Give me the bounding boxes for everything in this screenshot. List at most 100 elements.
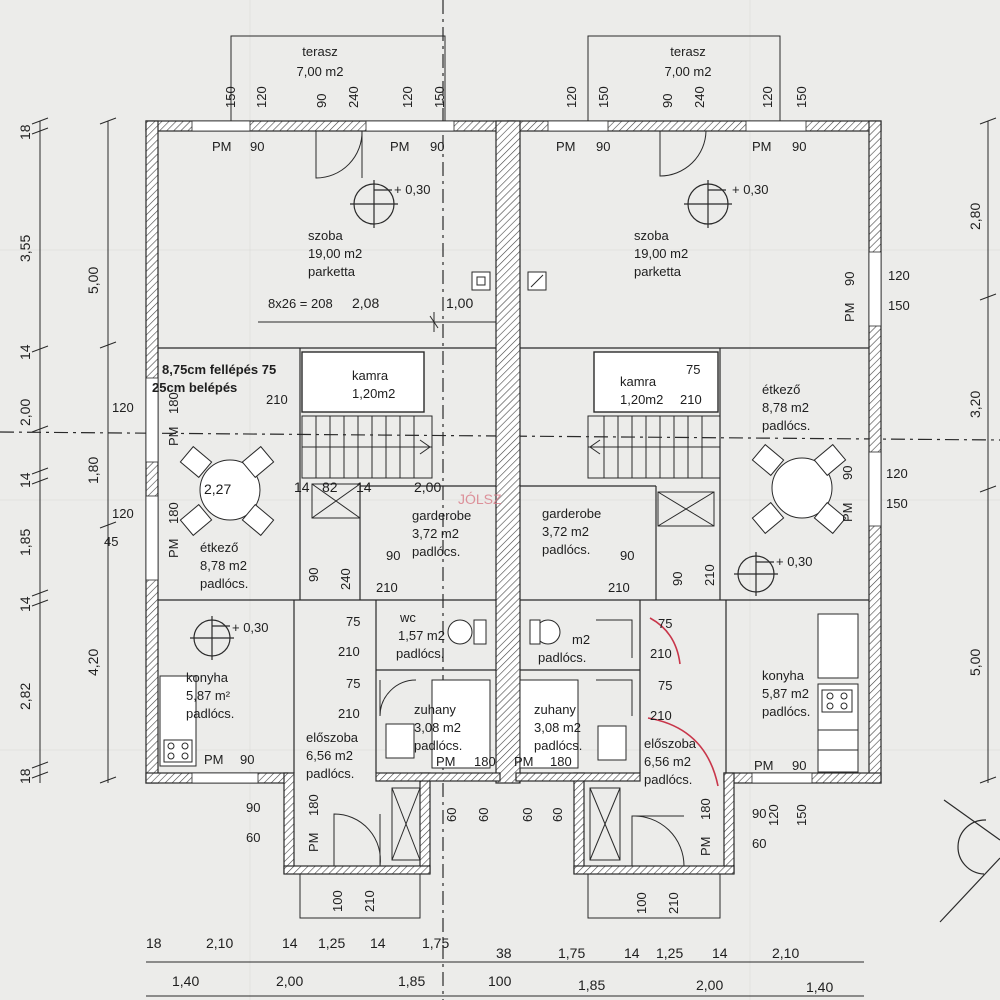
door-dim: 75 <box>346 614 360 629</box>
dim-label: 1,85 <box>398 973 425 989</box>
right-wardrobe-name: garderobe <box>542 506 601 521</box>
dim-label: 5,00 <box>85 267 101 294</box>
right-shower-floor: padlócs. <box>534 738 582 753</box>
left-terrace-area: 7,00 m2 <box>297 64 344 79</box>
dim-label: 2,00 <box>696 977 723 993</box>
bottom-dims-row1: 18 2,10 14 1,25 14 1,75 38 1,75 14 1,25 … <box>146 935 799 961</box>
dim-label: 1,40 <box>172 973 199 989</box>
door-dim: 210 <box>338 706 360 721</box>
door-dim: 210 <box>650 646 672 661</box>
right-wc-floor: padlócs. <box>538 650 586 665</box>
pm-label: PM <box>166 539 181 559</box>
bottom-dims-row2: 1,40 2,00 1,85 100 1,85 2,00 1,40 <box>172 973 833 995</box>
opening-dim: 90 <box>660 94 675 108</box>
dim-label: 3,20 <box>967 391 983 418</box>
window-dim: 120 <box>766 804 781 826</box>
dining-table-right <box>751 443 847 535</box>
right-terrace-area: 7,00 m2 <box>665 64 712 79</box>
pm-label: PM <box>754 758 774 773</box>
dim-label: 1,75 <box>422 935 449 951</box>
dim-label: 14 <box>370 935 386 951</box>
left-dining-name: étkező <box>200 540 238 555</box>
left-outer-dims: 18 3,55 14 2,00 14 1,85 14 2,82 18 <box>17 124 33 784</box>
dim-label: 2,82 <box>17 683 33 710</box>
left-hall-name: előszoba <box>306 730 359 745</box>
door-dim: 75 <box>658 616 672 631</box>
staircase-right <box>587 415 721 527</box>
window-dim: 180 <box>166 502 181 524</box>
right-kitchen-floor: padlócs. <box>762 704 810 719</box>
dim-label: 1,85 <box>17 529 33 556</box>
dim-label: 18 <box>17 768 33 784</box>
right-room-name: szoba <box>634 228 669 243</box>
left-wc-name: wc <box>399 610 416 625</box>
pm-width: 90 <box>840 466 855 480</box>
left-terrace-name: terasz <box>302 44 337 59</box>
stair-step-note: 8,75cm fellépés 75 <box>162 362 276 377</box>
stair-formula: 8x26 = 208 <box>268 296 333 311</box>
door-dim: 210 <box>376 580 398 595</box>
window-dim: 150 <box>794 804 809 826</box>
dim-label: 14 <box>712 945 728 961</box>
window-dim: 180 <box>698 798 713 820</box>
left-wardrobe-floor: padlócs. <box>412 544 460 559</box>
dim-label: 18 <box>146 935 162 951</box>
window-dim: 180 <box>166 392 181 414</box>
top-openings-right: 120 150 90 240 120 150 <box>564 86 809 108</box>
dim-label: 2,00 <box>276 973 303 989</box>
dim-label: 1,25 <box>656 945 683 961</box>
table-dim: 2,27 <box>204 481 231 497</box>
dim-label: 4,20 <box>85 649 101 676</box>
pm-label: PM <box>166 427 181 447</box>
opening-dim: 120 <box>254 86 269 108</box>
left-wc-floor: padlócs. <box>396 646 444 661</box>
dim-label: 2,10 <box>772 945 799 961</box>
window-dim: 180 <box>550 754 572 769</box>
window-dim: 60 <box>246 830 260 845</box>
opening-dim: 240 <box>692 86 707 108</box>
opening-dim: 120 <box>564 86 579 108</box>
kitchen-right <box>817 613 859 773</box>
pm-label: PM <box>752 139 772 154</box>
opening-dim: 90 <box>314 94 329 108</box>
dim-label: 1,25 <box>318 935 345 951</box>
pm-width: 90 <box>792 139 806 154</box>
left-pantry-area: 1,20m2 <box>352 386 395 401</box>
level-markers <box>190 180 778 660</box>
pm-label: PM <box>842 303 857 323</box>
right-shower-area: 3,08 m2 <box>534 720 581 735</box>
sill-dim: 60 <box>476 808 491 822</box>
door-dim: 210 <box>702 564 717 586</box>
top-openings-left: 150 120 90 240 120 150 <box>223 86 447 108</box>
right-room-floor: parketta <box>634 264 682 279</box>
window-dim: 60 <box>752 836 766 851</box>
door-dim: 100 <box>330 890 345 912</box>
window-dim: 120 <box>888 268 910 283</box>
pm-label: PM <box>840 503 855 523</box>
window-openings <box>145 120 882 784</box>
staircase-left <box>301 415 433 519</box>
left-wardrobe-area: 3,72 m2 <box>412 526 459 541</box>
right-wardrobe-area: 3,72 m2 <box>542 524 589 539</box>
right-wc-area: m2 <box>572 632 590 647</box>
pantry-door: 210 <box>680 392 702 407</box>
left-kitchen-name: konyha <box>186 670 229 685</box>
dim-label: 14 <box>17 596 33 612</box>
window-dim: 180 <box>306 794 321 816</box>
door-dim: 210 <box>362 890 377 912</box>
left-room-floor: parketta <box>308 264 356 279</box>
right-shower-name: zuhany <box>534 702 576 717</box>
right-dining-name: étkező <box>762 382 800 397</box>
sill-dim: 60 <box>520 808 535 822</box>
dim-label: 38 <box>496 945 512 961</box>
pm-width: 90 <box>250 139 264 154</box>
pm-label: PM <box>514 754 534 769</box>
door-dim: 90 <box>386 548 400 563</box>
right-outer-dims: 2,80 3,20 5,00 <box>967 203 983 676</box>
right-kitchen-area: 5,87 m2 <box>762 686 809 701</box>
right-room-area: 19,00 m2 <box>634 246 688 261</box>
stair-dim: 14 <box>356 479 372 495</box>
left-kitchen-floor: padlócs. <box>186 706 234 721</box>
